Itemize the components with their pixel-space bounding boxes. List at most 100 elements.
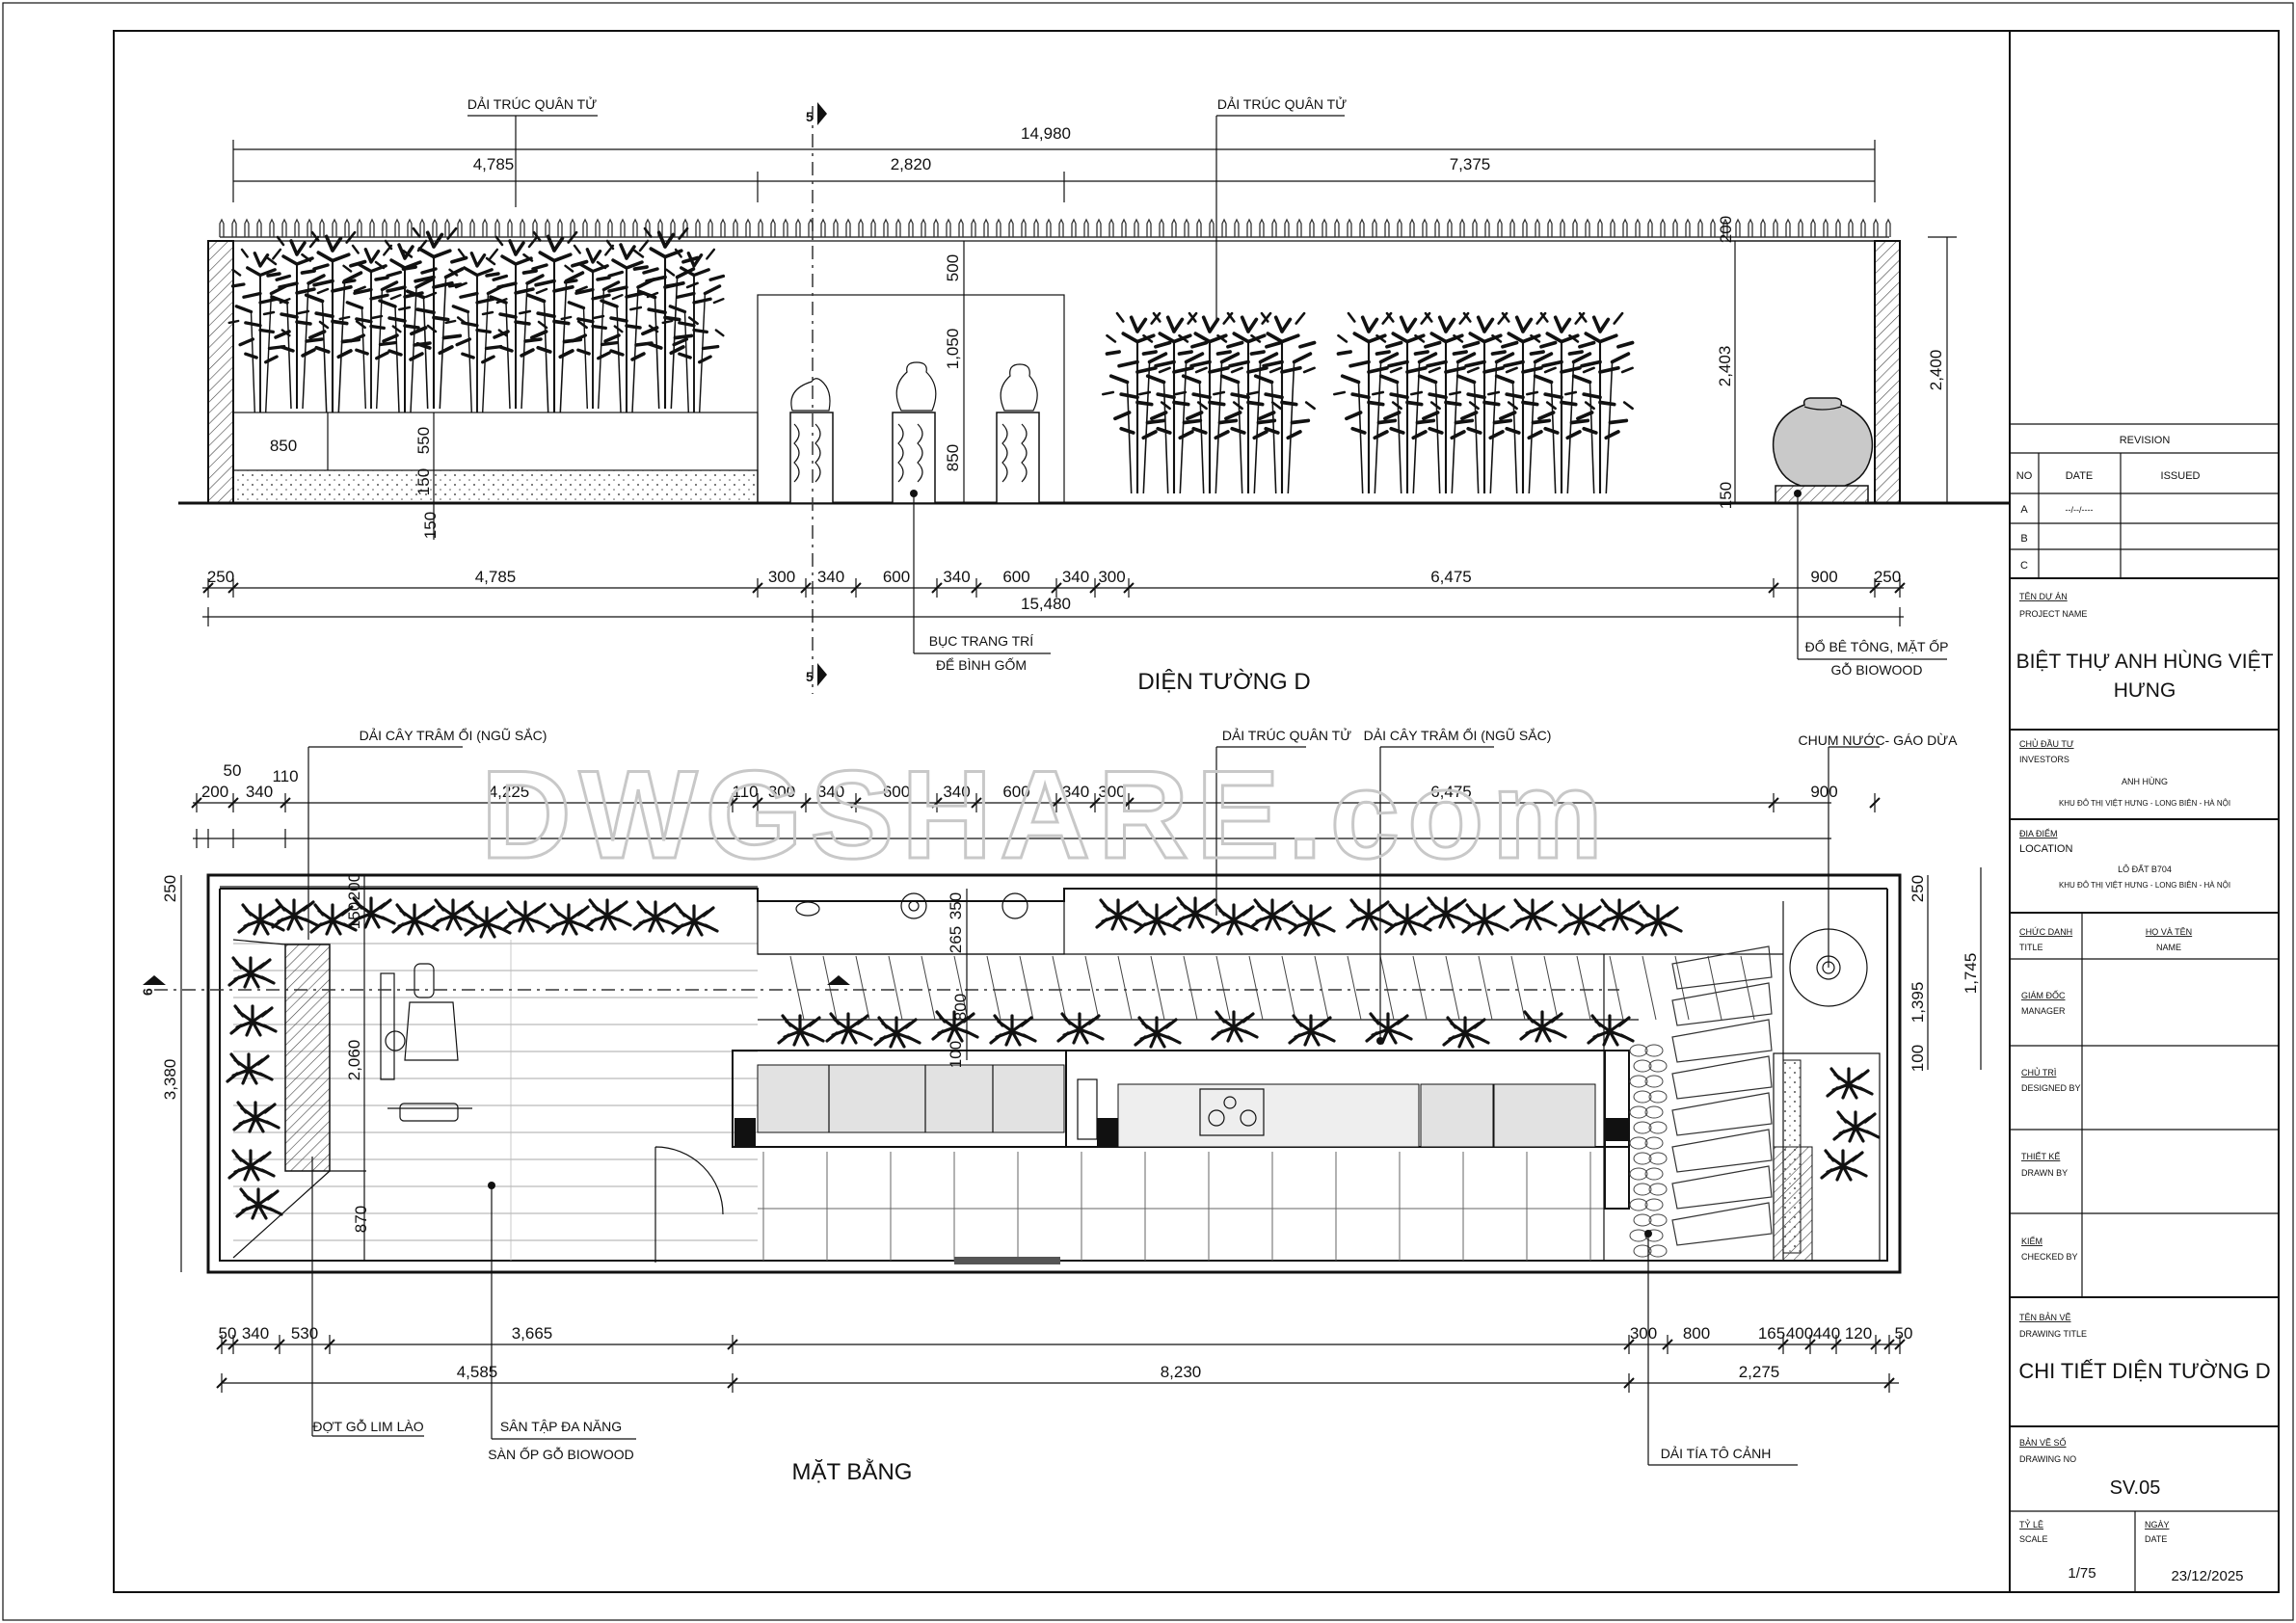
elev-planter-width: 850 [270, 437, 297, 455]
dim-label: 300 [1098, 568, 1125, 586]
shrub-icon [632, 900, 681, 933]
elev-dim: 2,820 [891, 155, 932, 173]
dim-label: 600 [1002, 783, 1029, 801]
tb-scale: 1/75 [2068, 1565, 2096, 1582]
elev-vdim: 150 [414, 468, 433, 495]
bamboo-plant [1101, 311, 1172, 495]
shrub-icon [1519, 1010, 1567, 1043]
label-fountain: CHUM NƯỚC- GÁO DỪA [1798, 732, 1958, 748]
plan-outline [206, 873, 1902, 1274]
elev-vdim: 150 [1717, 482, 1735, 509]
shrub-icon [1288, 904, 1336, 937]
tb-project-name: BIỆT THỰ ANH HÙNG VIỆT [2016, 651, 2274, 673]
elev-vdim: 1,050 [944, 329, 962, 370]
shrub-icon [1587, 1014, 1635, 1047]
plan-vdim: 2,060 [345, 1040, 363, 1081]
bamboo-plant [262, 235, 330, 411]
shrub-icon [873, 1016, 921, 1049]
shrub-icon [1832, 1110, 1881, 1143]
dim-label: 250 [207, 568, 234, 586]
plan-vdim: 800 [951, 994, 970, 1021]
bamboo-group-right [1101, 311, 1635, 495]
right-wall [1874, 240, 1901, 504]
dim-label: 3,665 [512, 1324, 553, 1343]
dim-label: 120 [1845, 1324, 1872, 1343]
dim-label: 340 [817, 783, 844, 801]
title-block: REVISION NO DATE ISSUED A --/--/---- B C… [2010, 423, 2279, 1592]
tb-staff-name-en: NAME [2156, 943, 2181, 952]
shrub-icon [1509, 898, 1558, 931]
dim-label: 340 [943, 568, 970, 586]
label-shrub-left: DẢI CÂY TRÂM ỔI (NGŨ SẮC) [360, 727, 547, 743]
tb-date-label: NGÀY [2145, 1520, 2170, 1530]
label-floor-2: SÀN ỐP GỖ BIOWOOD [488, 1446, 633, 1462]
dim-label: 340 [943, 783, 970, 801]
dim-label: 6,475 [1430, 568, 1472, 586]
plan-title: MẶT BẰNG [792, 1458, 913, 1485]
tb-rev-no: C [2020, 560, 2028, 572]
tb-location-lot: LÔ ĐẤT B704 [2118, 865, 2172, 874]
bamboo-plant [338, 244, 403, 411]
pedestal-3 [996, 363, 1040, 504]
elev-vdim: 150 [421, 512, 440, 539]
tb-role: GIÁM ĐỐC [2021, 990, 2066, 1000]
bamboo-plant [1332, 311, 1403, 495]
tb-drawing-no-label-en: DRAWING NO [2019, 1454, 2076, 1464]
dim-label: 340 [817, 568, 844, 586]
shrub-icon [1596, 898, 1644, 931]
label-shrub-right: DẢI CÂY TRÂM ỔI (NGŨ SẮC) [1364, 727, 1552, 743]
shrub-icon [1134, 1016, 1182, 1049]
plan-vdim: 200 [345, 873, 363, 900]
tb-location-addr: KHU ĐÔ THỊ VIỆT HƯNG - LONG BIÊN - HÀ NỘ… [2059, 881, 2230, 890]
shrub-icon [671, 904, 719, 937]
tb-investor-label: CHỦ ĐẦU TƯ [2019, 738, 2074, 749]
dim-label: 300 [1630, 1324, 1657, 1343]
shrub-icon [1056, 1012, 1105, 1045]
plan-vdim: 1,745 [1962, 953, 1980, 995]
tb-rev-no: A [2020, 504, 2028, 516]
elev-dim: 7,375 [1450, 155, 1491, 173]
tb-drawing-no-label: BẢN VẼ SỐ [2019, 1437, 2067, 1448]
shrub-right [1820, 1067, 1881, 1182]
label-pedestal-1: BỤC TRANG TRÍ [929, 633, 1033, 649]
shrub-icon [1211, 903, 1259, 936]
vase-icon [790, 378, 831, 412]
elev-vdim: 550 [414, 427, 433, 454]
tile-floor [758, 1152, 1604, 1261]
shrub-icon [825, 1012, 873, 1045]
tb-project-label: TÊN DỰ ÁN [2019, 592, 2068, 601]
tb-rev-header: DATE [2066, 470, 2094, 482]
drawing-frame [113, 30, 2280, 1593]
dim-label: 250 [1874, 568, 1901, 586]
tb-scale-label-en: SCALE [2019, 1534, 2048, 1544]
dim-label: 4,225 [489, 783, 530, 801]
door-swing [654, 1146, 724, 1263]
shrub-icon [584, 898, 632, 931]
shrub-icon [391, 903, 440, 936]
dim-label: 4,785 [475, 568, 517, 586]
shrub-strip-middle [777, 896, 1683, 1049]
tb-role: CHỦ TRÌ [2021, 1067, 2056, 1078]
bamboo-plant [481, 235, 548, 411]
pedestal-2 [892, 361, 937, 504]
shrub-icon [989, 1014, 1037, 1047]
dim-label: 600 [1002, 568, 1029, 586]
label-floor-1: SÂN TẬP ĐA NĂNG [500, 1419, 622, 1434]
tb-role-en: DRAWN BY [2021, 1168, 2068, 1178]
shrub-icon [1423, 896, 1471, 929]
tb-staff-name: HỌ VÀ TÊN [2146, 927, 2192, 937]
tb-date-label-en: DATE [2145, 1534, 2167, 1544]
elev-vdim: 2,403 [1716, 346, 1734, 387]
plan-vdim: 100 [947, 1041, 965, 1068]
bamboo-group-left [227, 226, 726, 414]
dim-label: 900 [1810, 783, 1837, 801]
shrub-icon [1635, 904, 1683, 937]
dim-label: 165 [1758, 1324, 1785, 1343]
dim-label: 600 [883, 783, 910, 801]
tb-drawing-no: SV.05 [2110, 1477, 2161, 1499]
plan-dim: 110 [272, 767, 298, 785]
shrub-icon [1134, 903, 1182, 936]
label-bamboo-left: DẢI TRÚC QUÂN TỬ [467, 95, 597, 112]
